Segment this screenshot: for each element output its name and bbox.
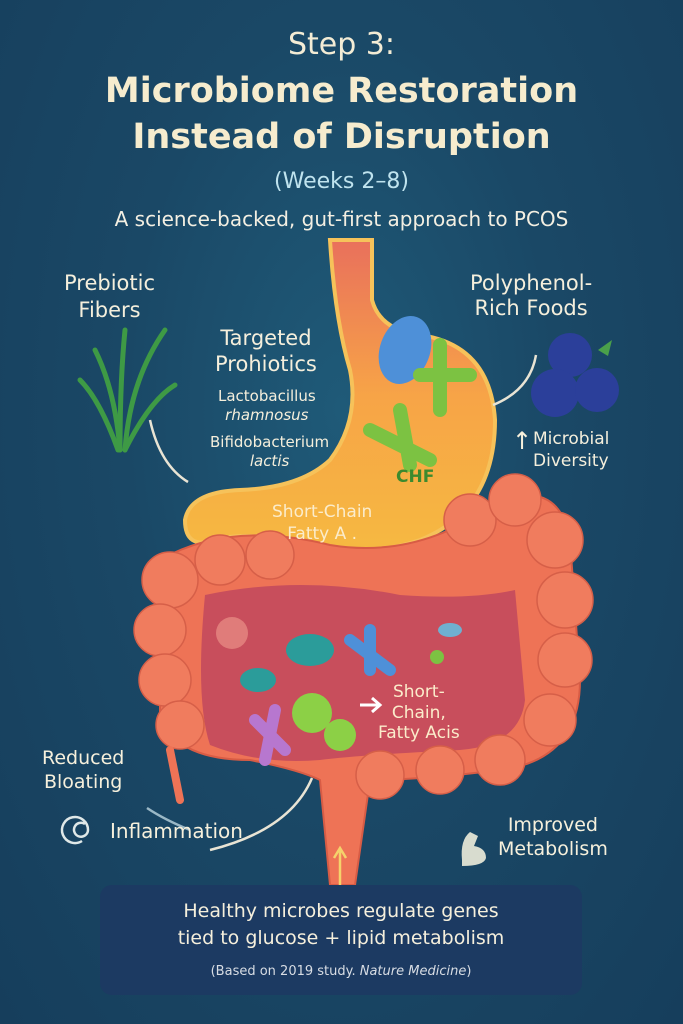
label-line: Lactobacillus [218,387,316,405]
label-line: Polyphenol- [470,271,593,295]
pink-microbe [216,617,248,649]
page-title-line2: Instead of Disruption [132,117,551,157]
label-line: Fibers [78,298,141,323]
source-text: ) [466,964,472,979]
scfa-colon-label: Short- Chain, Fatty Acis [378,683,460,743]
prebiotic-label: Prebiotic Fibers [64,271,156,323]
arrow-polyphenol [492,354,538,407]
label-line: Rich Foods [474,296,588,321]
label-line: Prohiotics [215,352,317,377]
scfa-stomach-label: Short-Chain Fatty A . [272,503,372,543]
callout-source: (Based on 2019 study. Nature Medicine) [100,964,582,979]
label-line: Improved [507,814,598,836]
label-line: Diversity [533,450,609,471]
strain-lactobacillus: Lactobacillus rhamnosus [218,388,316,423]
arrows [146,354,538,852]
leafy-greens-icon [77,327,178,453]
label-line: Fatty A . [287,523,358,544]
probiotics-label: Targeted Prohiotics [215,326,317,377]
label-line: Short-Chain [272,502,373,522]
step-label: Step 3: [287,27,396,62]
blueberries-icon [531,333,619,417]
callout-line2: tied to glucose + lipid metabolism [177,927,505,949]
source-journal: Nature Medicine [359,964,467,979]
green-smiley-microbe [292,693,332,733]
green-microbe [413,338,477,417]
arrow-inflammation [209,777,314,852]
label-line: Prebiotic [64,271,156,295]
label-line: Fatty Acis [378,723,460,744]
teal-microbe [286,634,334,666]
label-line: Short- [392,682,445,702]
source-text: (Based on 2019 study. [210,964,360,979]
arrow-bloating [146,806,191,832]
spiral-icon [60,815,90,845]
blue-microbe [344,624,396,676]
label-line: Bloating [43,770,123,793]
label-line: Reduced [42,747,125,769]
green-microbe [363,403,437,472]
diversity-label: Microbial Diversity [533,430,609,470]
inflammation-label: Inflammation [110,819,243,843]
blue-microbe [378,316,432,384]
subtitle: A science-backed, gut-first approach to … [114,207,569,231]
label-line: Metabolism [498,837,608,860]
colon-folds [133,473,594,800]
teal-microbe [240,668,276,692]
polyphenol-label: Polyphenol- Rich Foods [470,271,593,321]
timeframe: (Weeks 2–8) [274,169,409,194]
arrow-fibers [148,419,189,484]
label-line: lactis [249,451,290,470]
chf-label: CHF [396,467,435,487]
page-title-line1: Microbiome Restoration [104,71,579,111]
flexed-arm-icon [461,832,486,866]
microbes [216,316,477,766]
label-line: Targeted [220,326,312,350]
label-line: Microbial [533,429,610,449]
label-line: Chain, [391,702,446,723]
up-arrow-icon: ↑ [512,427,533,455]
arrow-up-gold [332,845,348,885]
callout-line1: Healthy microbes regulate genes [183,900,499,922]
label-line: rhamnosus [225,405,309,424]
purple-microbe [249,704,291,766]
strain-bifidobacterium: Bifidobacterium lactis [210,434,329,469]
arrow-to-scfa [360,696,383,714]
bloating-label: Reduced Bloating [42,748,124,793]
callout-box: Healthy microbes regulate genes tied to … [100,885,582,995]
metabolism-label: Improved Metabolism [498,815,608,860]
label-line: Bifidobacterium [210,433,330,451]
